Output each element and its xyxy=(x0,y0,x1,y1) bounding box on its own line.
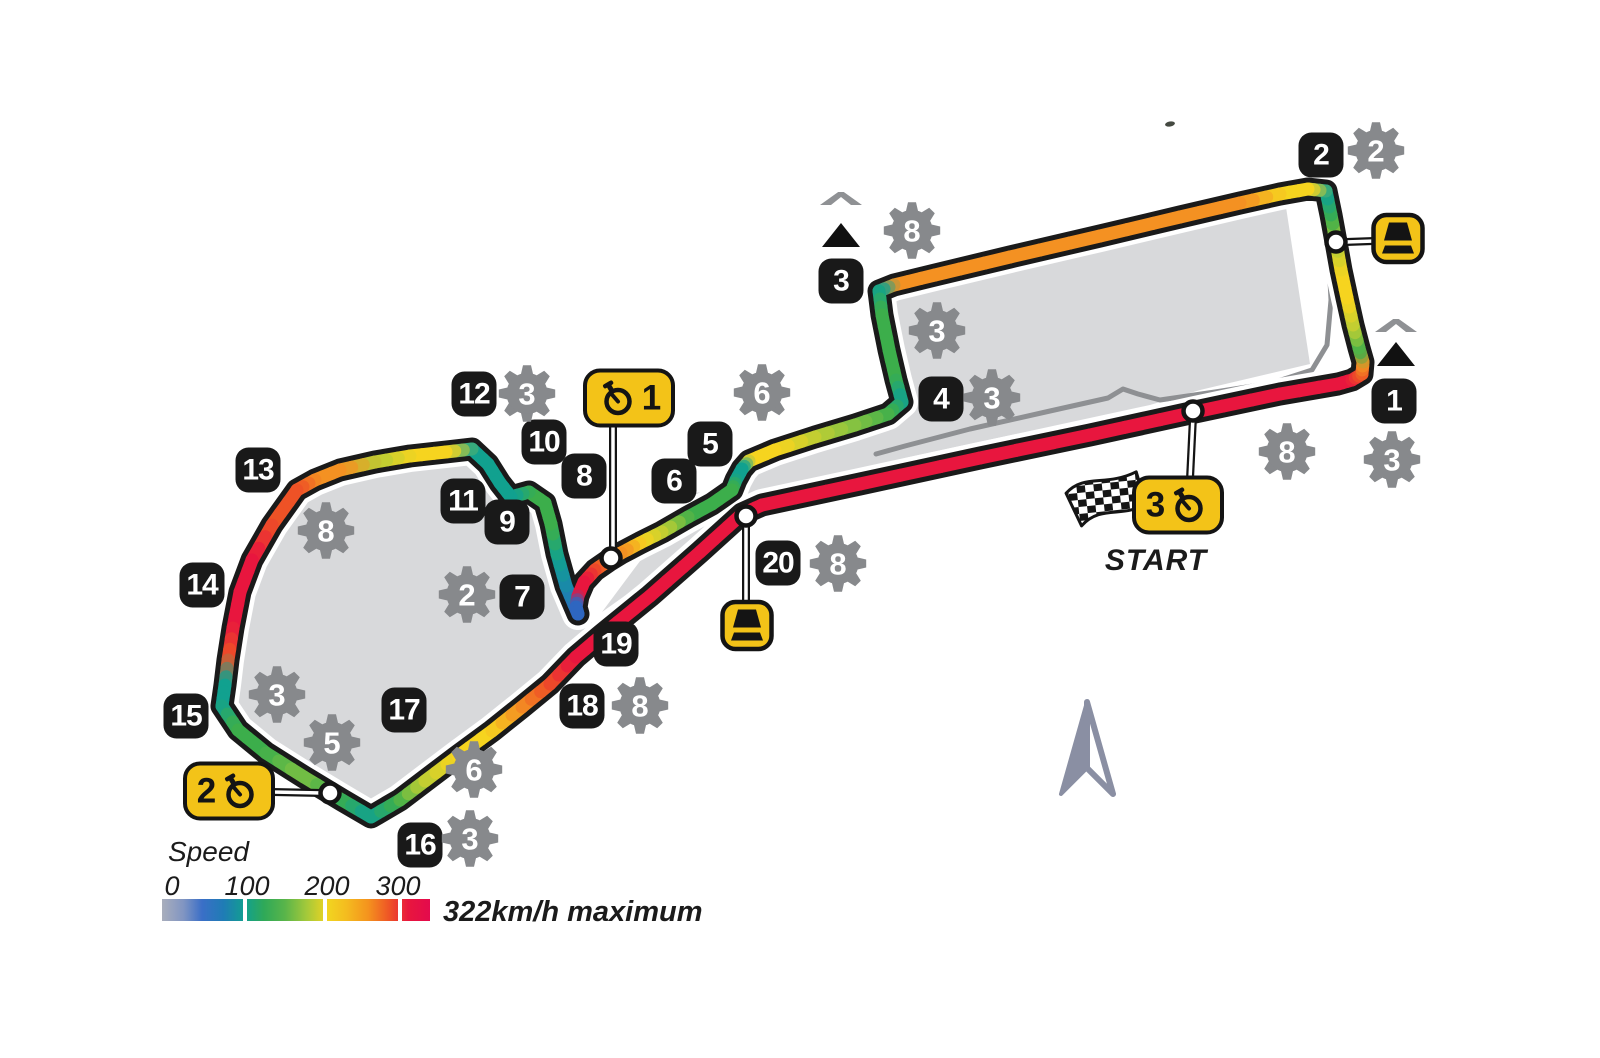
turn-marker-1: 1 xyxy=(1371,378,1417,424)
turn-marker-13: 13 xyxy=(235,447,281,493)
svg-text:3: 3 xyxy=(268,678,285,713)
anchor-dot xyxy=(599,546,623,570)
svg-text:2: 2 xyxy=(458,578,475,613)
gear-indicator: 2 xyxy=(438,566,496,629)
gear-icon: 8 xyxy=(1258,423,1316,480)
turn-marker-5: 5 xyxy=(687,421,733,467)
turn-marker-20: 20 xyxy=(755,540,801,586)
speed-trap-icon xyxy=(1371,212,1425,270)
turn-marker-7: 7 xyxy=(499,574,545,620)
gear-indicator: 3 xyxy=(498,365,556,428)
svg-text:3: 3 xyxy=(928,314,945,349)
gear-indicator: 3 xyxy=(963,369,1021,432)
turn-marker-6: 6 xyxy=(651,458,697,504)
gear-indicator: 8 xyxy=(611,677,669,740)
turn-marker-12: 12 xyxy=(451,371,497,417)
gear-icon: 3 xyxy=(963,369,1021,426)
gear-icon: 3 xyxy=(908,302,966,359)
drs-zone-number: 3 xyxy=(1145,485,1166,524)
gear-icon: 5 xyxy=(303,714,361,771)
gear-icon: 8 xyxy=(297,502,355,559)
svg-text:3: 3 xyxy=(1383,443,1400,478)
gear-indicator: 5 xyxy=(303,714,361,777)
svg-text:8: 8 xyxy=(903,214,920,249)
drs-zone-number: 2 xyxy=(196,771,217,810)
gear-indicator: 8 xyxy=(883,202,941,265)
svg-text:3: 3 xyxy=(461,822,478,857)
drs-zone-badge-2: 2 xyxy=(183,761,275,821)
turn-marker-15: 15 xyxy=(163,693,209,739)
turn-marker-16: 16 xyxy=(397,822,443,868)
svg-text:8: 8 xyxy=(829,547,846,582)
turn-marker-8: 8 xyxy=(561,453,607,499)
gear-indicator: 3 xyxy=(441,810,499,873)
gear-indicator: 8 xyxy=(1258,423,1316,486)
svg-text:3: 3 xyxy=(518,377,535,412)
sector-marker xyxy=(1373,316,1419,375)
gear-indicator: 6 xyxy=(733,364,791,427)
speed-trap-icon xyxy=(720,599,774,657)
anchor-dot xyxy=(318,781,342,805)
drs-zone-badge-1: 1 xyxy=(583,368,675,428)
gear-icon: 8 xyxy=(809,535,867,592)
drs-zone-badge-3: 3 xyxy=(1132,475,1224,535)
gear-icon: 6 xyxy=(445,741,503,798)
turn-marker-4: 4 xyxy=(918,376,964,422)
gear-icon: 6 xyxy=(733,364,791,421)
svg-text:6: 6 xyxy=(465,753,482,788)
north-arrow-icon xyxy=(1059,699,1116,797)
gear-indicator: 6 xyxy=(445,741,503,804)
turn-marker-18: 18 xyxy=(559,683,605,729)
gear-icon: 2 xyxy=(1347,122,1405,179)
turn-marker-17: 17 xyxy=(381,687,427,733)
gear-indicator: 3 xyxy=(248,666,306,729)
turn-marker-14: 14 xyxy=(179,562,225,608)
gear-icon: 8 xyxy=(883,202,941,259)
pit-lane-line xyxy=(873,219,1334,457)
turn-marker-11: 11 xyxy=(440,478,486,524)
svg-text:2: 2 xyxy=(1367,134,1384,169)
svg-text:5: 5 xyxy=(323,726,340,761)
print-speck xyxy=(1165,121,1175,127)
gear-indicator: 8 xyxy=(297,502,355,565)
start-label: START xyxy=(1104,544,1208,577)
gear-indicator: 3 xyxy=(908,302,966,365)
turn-marker-2: 2 xyxy=(1298,132,1344,178)
turn-marker-9: 9 xyxy=(484,499,530,545)
gear-icon: 3 xyxy=(498,365,556,422)
gear-indicator: 8 xyxy=(809,535,867,598)
gear-icon: 2 xyxy=(438,566,496,623)
gear-icon: 3 xyxy=(248,666,306,723)
svg-text:6: 6 xyxy=(753,376,770,411)
anchor-dot xyxy=(1181,399,1205,423)
svg-text:8: 8 xyxy=(317,514,334,549)
gear-indicator: 3 xyxy=(1363,431,1421,494)
gear-icon: 8 xyxy=(611,677,669,734)
drs-zone-number: 1 xyxy=(641,378,662,417)
stopwatch-icon xyxy=(1174,486,1203,522)
gear-indicator: 2 xyxy=(1347,122,1405,185)
stopwatch-icon xyxy=(225,772,254,808)
sector-marker xyxy=(818,189,864,256)
turn-marker-10: 10 xyxy=(521,419,567,465)
svg-text:3: 3 xyxy=(983,381,1000,416)
gear-icon: 3 xyxy=(1363,431,1421,488)
gear-icon: 3 xyxy=(441,810,499,867)
stopwatch-icon xyxy=(602,379,632,415)
svg-text:8: 8 xyxy=(631,689,648,724)
anchor-dot xyxy=(1324,230,1348,254)
turn-marker-3: 3 xyxy=(818,258,864,304)
svg-text:8: 8 xyxy=(1278,435,1295,470)
anchor-dot xyxy=(734,504,758,528)
turn-marker-19: 19 xyxy=(593,621,639,667)
